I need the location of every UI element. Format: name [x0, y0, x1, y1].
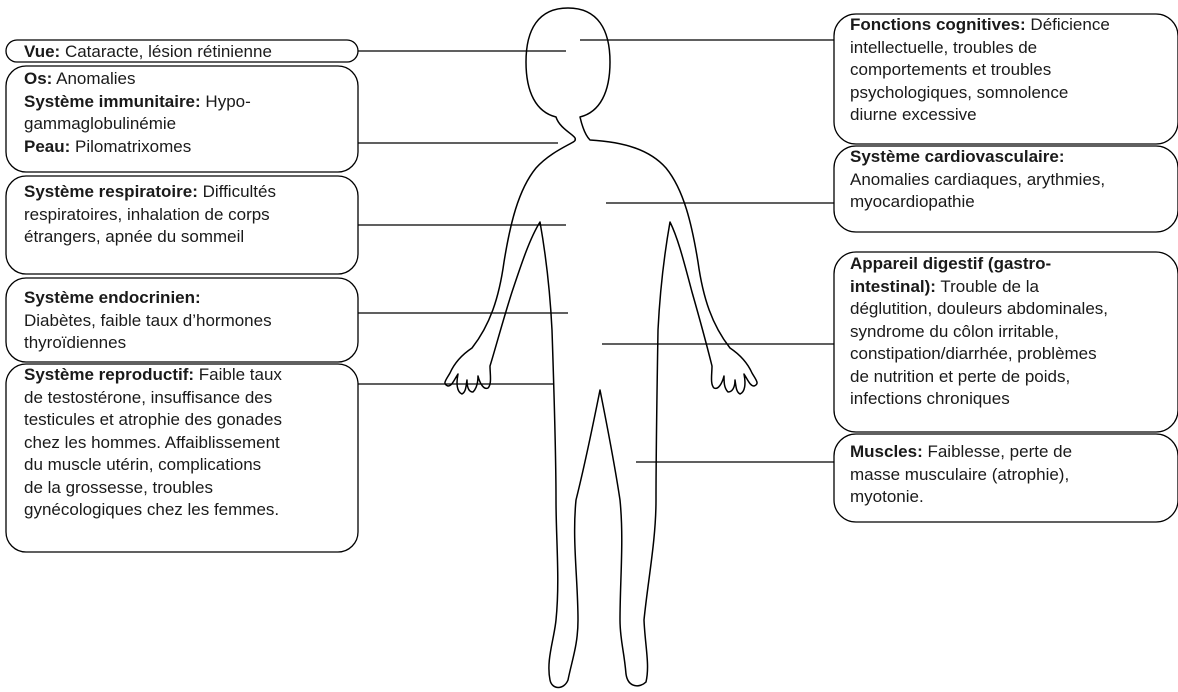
callout-line: diurne excessive: [850, 104, 1110, 127]
callout-text: Pilomatrixomes: [70, 137, 191, 156]
callout-endocrinien: Système endocrinien: Diabètes, faible tau…: [24, 287, 272, 355]
callout-heading: Système endocrinien:: [24, 288, 201, 307]
callout-text: psychologiques, somnolence: [850, 83, 1068, 102]
callout-heading: Os:: [24, 69, 52, 88]
callout-line: intellectuelle, troubles de: [850, 37, 1110, 60]
callout-line: Système respiratoire: Difficultés: [24, 181, 276, 204]
callout-text: intellectuelle, troubles de: [850, 38, 1037, 57]
callout-text: syndrome du côlon irritable,: [850, 322, 1059, 341]
callout-line: Peau: Pilomatrixomes: [24, 136, 251, 159]
callout-line: Système endocrinien:: [24, 287, 272, 310]
leader-lines: [358, 40, 834, 462]
callout-line: Fonctions cognitives: Déficience: [850, 14, 1110, 37]
callout-text: Diabètes, faible taux d’hormones: [24, 311, 272, 330]
callout-text: thyroïdiennes: [24, 333, 126, 352]
callout-line: intestinal): Trouble de la: [850, 276, 1108, 299]
callout-text: du muscle utérin, complications: [24, 455, 261, 474]
callout-heading: Système immunitaire:: [24, 92, 201, 111]
callout-text: Faiblesse, perte de: [923, 442, 1072, 461]
callout-text: Cataracte, lésion rétinienne: [60, 42, 272, 61]
callout-heading: Vue:: [24, 42, 60, 61]
callout-text: déglutition, douleurs abdominales,: [850, 299, 1108, 318]
callout-digestif: Appareil digestif (gastro-intestinal): T…: [850, 253, 1108, 411]
callout-cardiovasculaire: Système cardiovasculaire: Anomalies cardi…: [850, 146, 1105, 214]
callout-line: Système immunitaire: Hypo-: [24, 91, 251, 114]
callout-text: Anomalies: [52, 69, 135, 88]
callout-text: étrangers, apnée du sommeil: [24, 227, 244, 246]
callout-line: psychologiques, somnolence: [850, 82, 1110, 105]
callout-line: Muscles: Faiblesse, perte de: [850, 441, 1072, 464]
callout-line: myocardiopathie: [850, 191, 1105, 214]
callout-line: gynécologiques chez les femmes.: [24, 499, 282, 522]
callout-text: Difficultés: [198, 182, 276, 201]
callout-text: gammaglobulinémie: [24, 114, 176, 133]
callout-text: Faible taux: [194, 365, 282, 384]
callout-line: Os: Anomalies: [24, 68, 251, 91]
callout-line: syndrome du côlon irritable,: [850, 321, 1108, 344]
callout-line: de nutrition et perte de poids,: [850, 366, 1108, 389]
callout-line: Système cardiovasculaire:: [850, 146, 1105, 169]
callout-text: myotonie.: [850, 487, 924, 506]
callout-line: constipation/diarrhée, problèmes: [850, 343, 1108, 366]
callout-line: testicules et atrophie des gonades: [24, 409, 282, 432]
callout-text: de la grossesse, troubles: [24, 478, 213, 497]
callout-heading: Fonctions cognitives:: [850, 15, 1026, 34]
human-body-outline: [445, 8, 757, 688]
callout-heading: Système reproductif:: [24, 365, 194, 384]
callout-line: myotonie.: [850, 486, 1072, 509]
callout-text: gynécologiques chez les femmes.: [24, 500, 279, 519]
callout-line: masse musculaire (atrophie),: [850, 464, 1072, 487]
callout-text: respiratoires, inhalation de corps: [24, 205, 270, 224]
callout-line: gammaglobulinémie: [24, 113, 251, 136]
callout-line: Vue: Cataracte, lésion rétinienne: [24, 41, 272, 64]
callout-text: infections chroniques: [850, 389, 1010, 408]
callout-line: Diabètes, faible taux d’hormones: [24, 310, 272, 333]
callout-line: respiratoires, inhalation de corps: [24, 204, 276, 227]
callout-text: diurne excessive: [850, 105, 977, 124]
callout-heading: intestinal):: [850, 277, 936, 296]
callout-heading: Peau:: [24, 137, 70, 156]
callout-heading: Système cardiovasculaire:: [850, 147, 1065, 166]
callout-line: étrangers, apnée du sommeil: [24, 226, 276, 249]
callout-line: Appareil digestif (gastro-: [850, 253, 1108, 276]
callout-text: de nutrition et perte de poids,: [850, 367, 1070, 386]
callout-line: du muscle utérin, complications: [24, 454, 282, 477]
callout-line: de la grossesse, troubles: [24, 477, 282, 500]
callout-text: comportements et troubles: [850, 60, 1051, 79]
callout-text: Déficience: [1026, 15, 1110, 34]
callout-line: Système reproductif: Faible taux: [24, 364, 282, 387]
callout-text: Anomalies cardiaques, arythmies,: [850, 170, 1105, 189]
callout-text: masse musculaire (atrophie),: [850, 465, 1069, 484]
callout-text: myocardiopathie: [850, 192, 975, 211]
callout-text: testicules et atrophie des gonades: [24, 410, 282, 429]
callout-line: thyroïdiennes: [24, 332, 272, 355]
callout-heading: Appareil digestif (gastro-: [850, 254, 1051, 273]
callout-text: chez les hommes. Affaiblissement: [24, 433, 280, 452]
callout-vue: Vue: Cataracte, lésion rétinienne: [24, 41, 272, 64]
callout-text: de testostérone, insuffisance des: [24, 388, 272, 407]
callout-line: déglutition, douleurs abdominales,: [850, 298, 1108, 321]
callout-text: constipation/diarrhée, problèmes: [850, 344, 1097, 363]
callout-line: infections chroniques: [850, 388, 1108, 411]
callout-heading: Système respiratoire:: [24, 182, 198, 201]
callout-line: comportements et troubles: [850, 59, 1110, 82]
callout-text: Hypo-: [201, 92, 251, 111]
callout-text: Trouble de la: [936, 277, 1039, 296]
callout-line: Anomalies cardiaques, arythmies,: [850, 169, 1105, 192]
callout-line: chez les hommes. Affaiblissement: [24, 432, 282, 455]
callout-line: de testostérone, insuffisance des: [24, 387, 282, 410]
callout-heading: Muscles:: [850, 442, 923, 461]
